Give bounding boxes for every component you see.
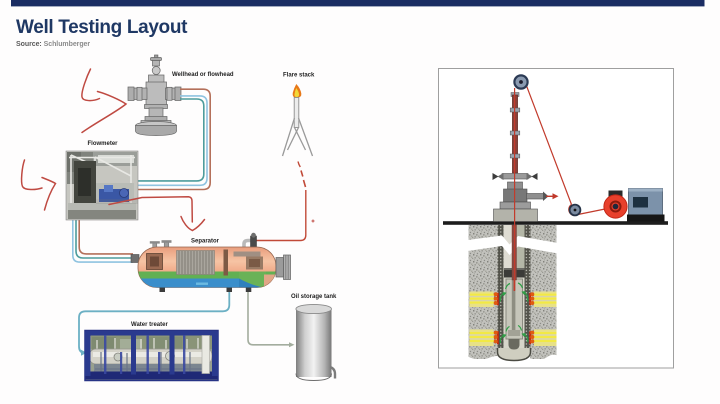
svg-text:Separator: Separator: [191, 239, 220, 245]
svg-text:Flowmeter: Flowmeter: [88, 141, 119, 147]
svg-text:Oil storage tank: Oil storage tank: [291, 294, 337, 300]
svg-text:Flare stack: Flare stack: [283, 73, 315, 79]
svg-text:Well Testing Layout: Well Testing Layout: [16, 17, 188, 38]
svg-text:Water treater: Water treater: [131, 322, 168, 328]
svg-text:Wellhead or flowhead: Wellhead or flowhead: [172, 72, 234, 78]
svg-text:Source: Schlumberger: Source: Schlumberger: [16, 41, 90, 48]
